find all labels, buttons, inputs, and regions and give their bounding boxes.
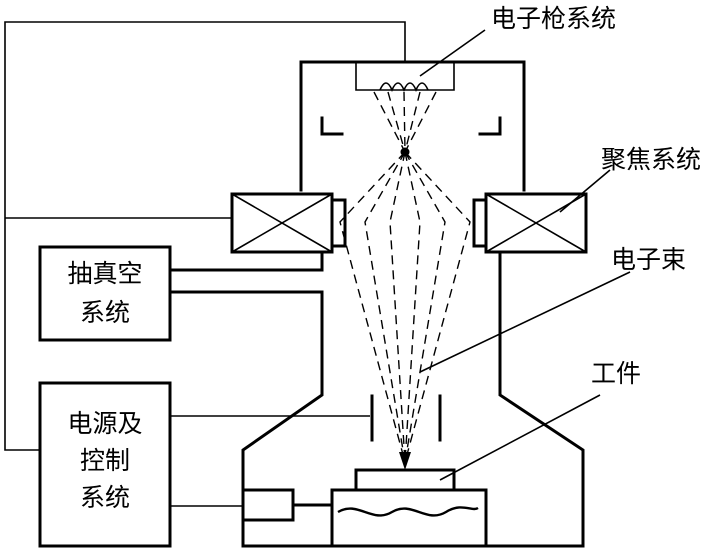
gun-cathode-housing bbox=[355, 62, 455, 91]
workpiece-block bbox=[354, 468, 456, 492]
label-focusing-system: 聚焦系统 bbox=[601, 145, 701, 174]
gun-filament-icon bbox=[379, 82, 429, 93]
label-vacuum-line1: 抽真空 bbox=[67, 259, 142, 288]
label-electron-beam: 电子束 bbox=[611, 245, 686, 274]
leader-workpiece bbox=[439, 394, 601, 481]
focus-pole-right bbox=[472, 198, 488, 248]
leader-focus bbox=[559, 169, 611, 213]
label-power-line1: 电源及 bbox=[67, 409, 142, 438]
power-control-box bbox=[38, 381, 172, 548]
focus-pole-left bbox=[330, 198, 347, 248]
beam-crossover bbox=[400, 147, 410, 157]
chamber-top bbox=[299, 60, 526, 192]
vacuum-system-box bbox=[38, 245, 172, 342]
anode-right bbox=[478, 116, 502, 136]
label-electron-gun: 电子枪系统 bbox=[491, 4, 616, 33]
beam-arrowhead bbox=[399, 452, 411, 470]
work-stage bbox=[330, 488, 488, 548]
focus-coil-left-cross bbox=[231, 193, 333, 253]
label-workpiece: 工件 bbox=[591, 359, 641, 388]
stage-drive-wave bbox=[337, 506, 479, 517]
leader-beam bbox=[419, 271, 631, 373]
label-power-line3: 系统 bbox=[80, 483, 130, 512]
wire-gun bbox=[4, 21, 406, 451]
anode-left bbox=[320, 116, 344, 136]
leader-gun bbox=[419, 29, 486, 77]
label-vacuum-line2: 系统 bbox=[80, 298, 130, 327]
drive-motor-box bbox=[241, 488, 295, 522]
electron-beam bbox=[339, 91, 471, 463]
label-power-line2: 控制 bbox=[80, 446, 130, 475]
